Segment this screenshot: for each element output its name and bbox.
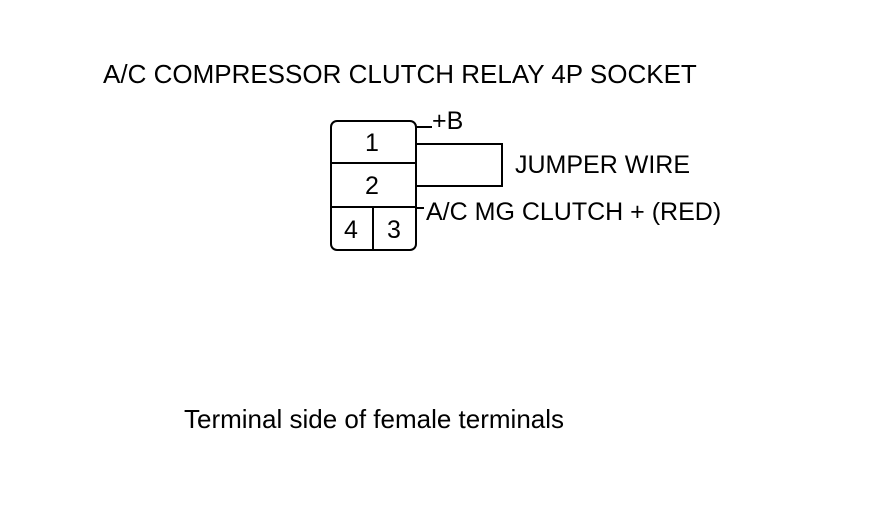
jumper-wire-label: JUMPER WIRE (515, 151, 690, 179)
clutch-terminal-label: A/C MG CLUTCH + (RED) (426, 198, 722, 226)
pin-2-label: 2 (365, 172, 379, 200)
diagram-title: A/C COMPRESSOR CLUTCH RELAY 4P SOCKET (103, 59, 697, 89)
pin-3-label: 3 (387, 216, 401, 244)
pin-4-label: 4 (344, 216, 358, 244)
pin-1-label: 1 (365, 129, 379, 157)
terminal-side-note: Terminal side of female terminals (184, 404, 565, 434)
plus-b-label: +B (432, 107, 464, 135)
jumper-wire (416, 143, 503, 187)
